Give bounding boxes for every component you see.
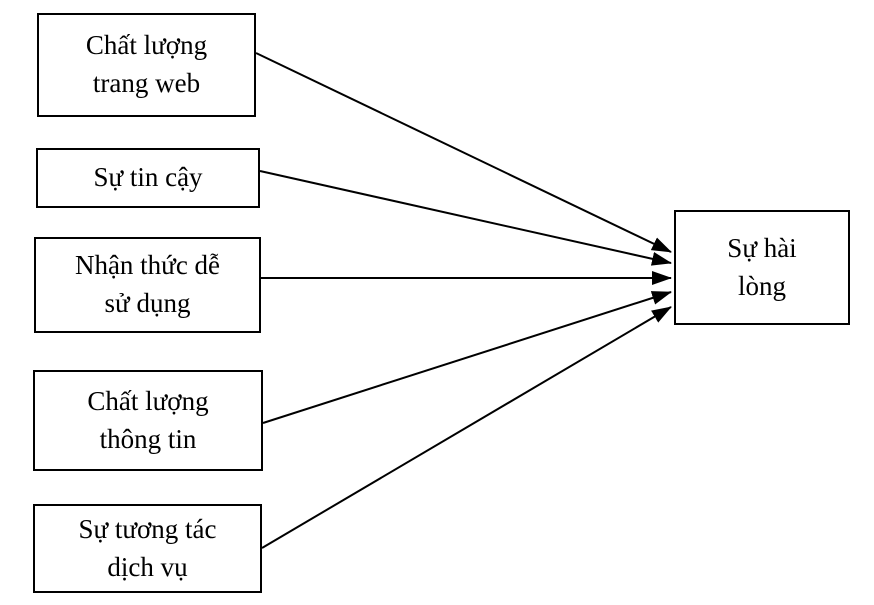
- factor-box-website-quality: Chất lượng trang web: [37, 13, 256, 117]
- factor-box-service-interaction: Sự tương tác dịch vụ: [33, 504, 262, 593]
- arrow-information-quality-to-satisfaction: [262, 291, 672, 424]
- factor-box-perceived-ease-of-use: Nhận thức dễ sử dụng: [34, 237, 261, 333]
- factor-box-information-quality: Chất lượng thông tin: [33, 370, 263, 471]
- outcome-box-satisfaction: Sự hài lòng: [674, 210, 850, 325]
- arrow-service-interaction-to-satisfaction: [261, 306, 672, 549]
- factor-box-trust: Sự tin cậy: [36, 148, 260, 208]
- arrow-trust-to-satisfaction: [259, 170, 672, 266]
- arrow-website-quality-to-satisfaction: [255, 52, 672, 253]
